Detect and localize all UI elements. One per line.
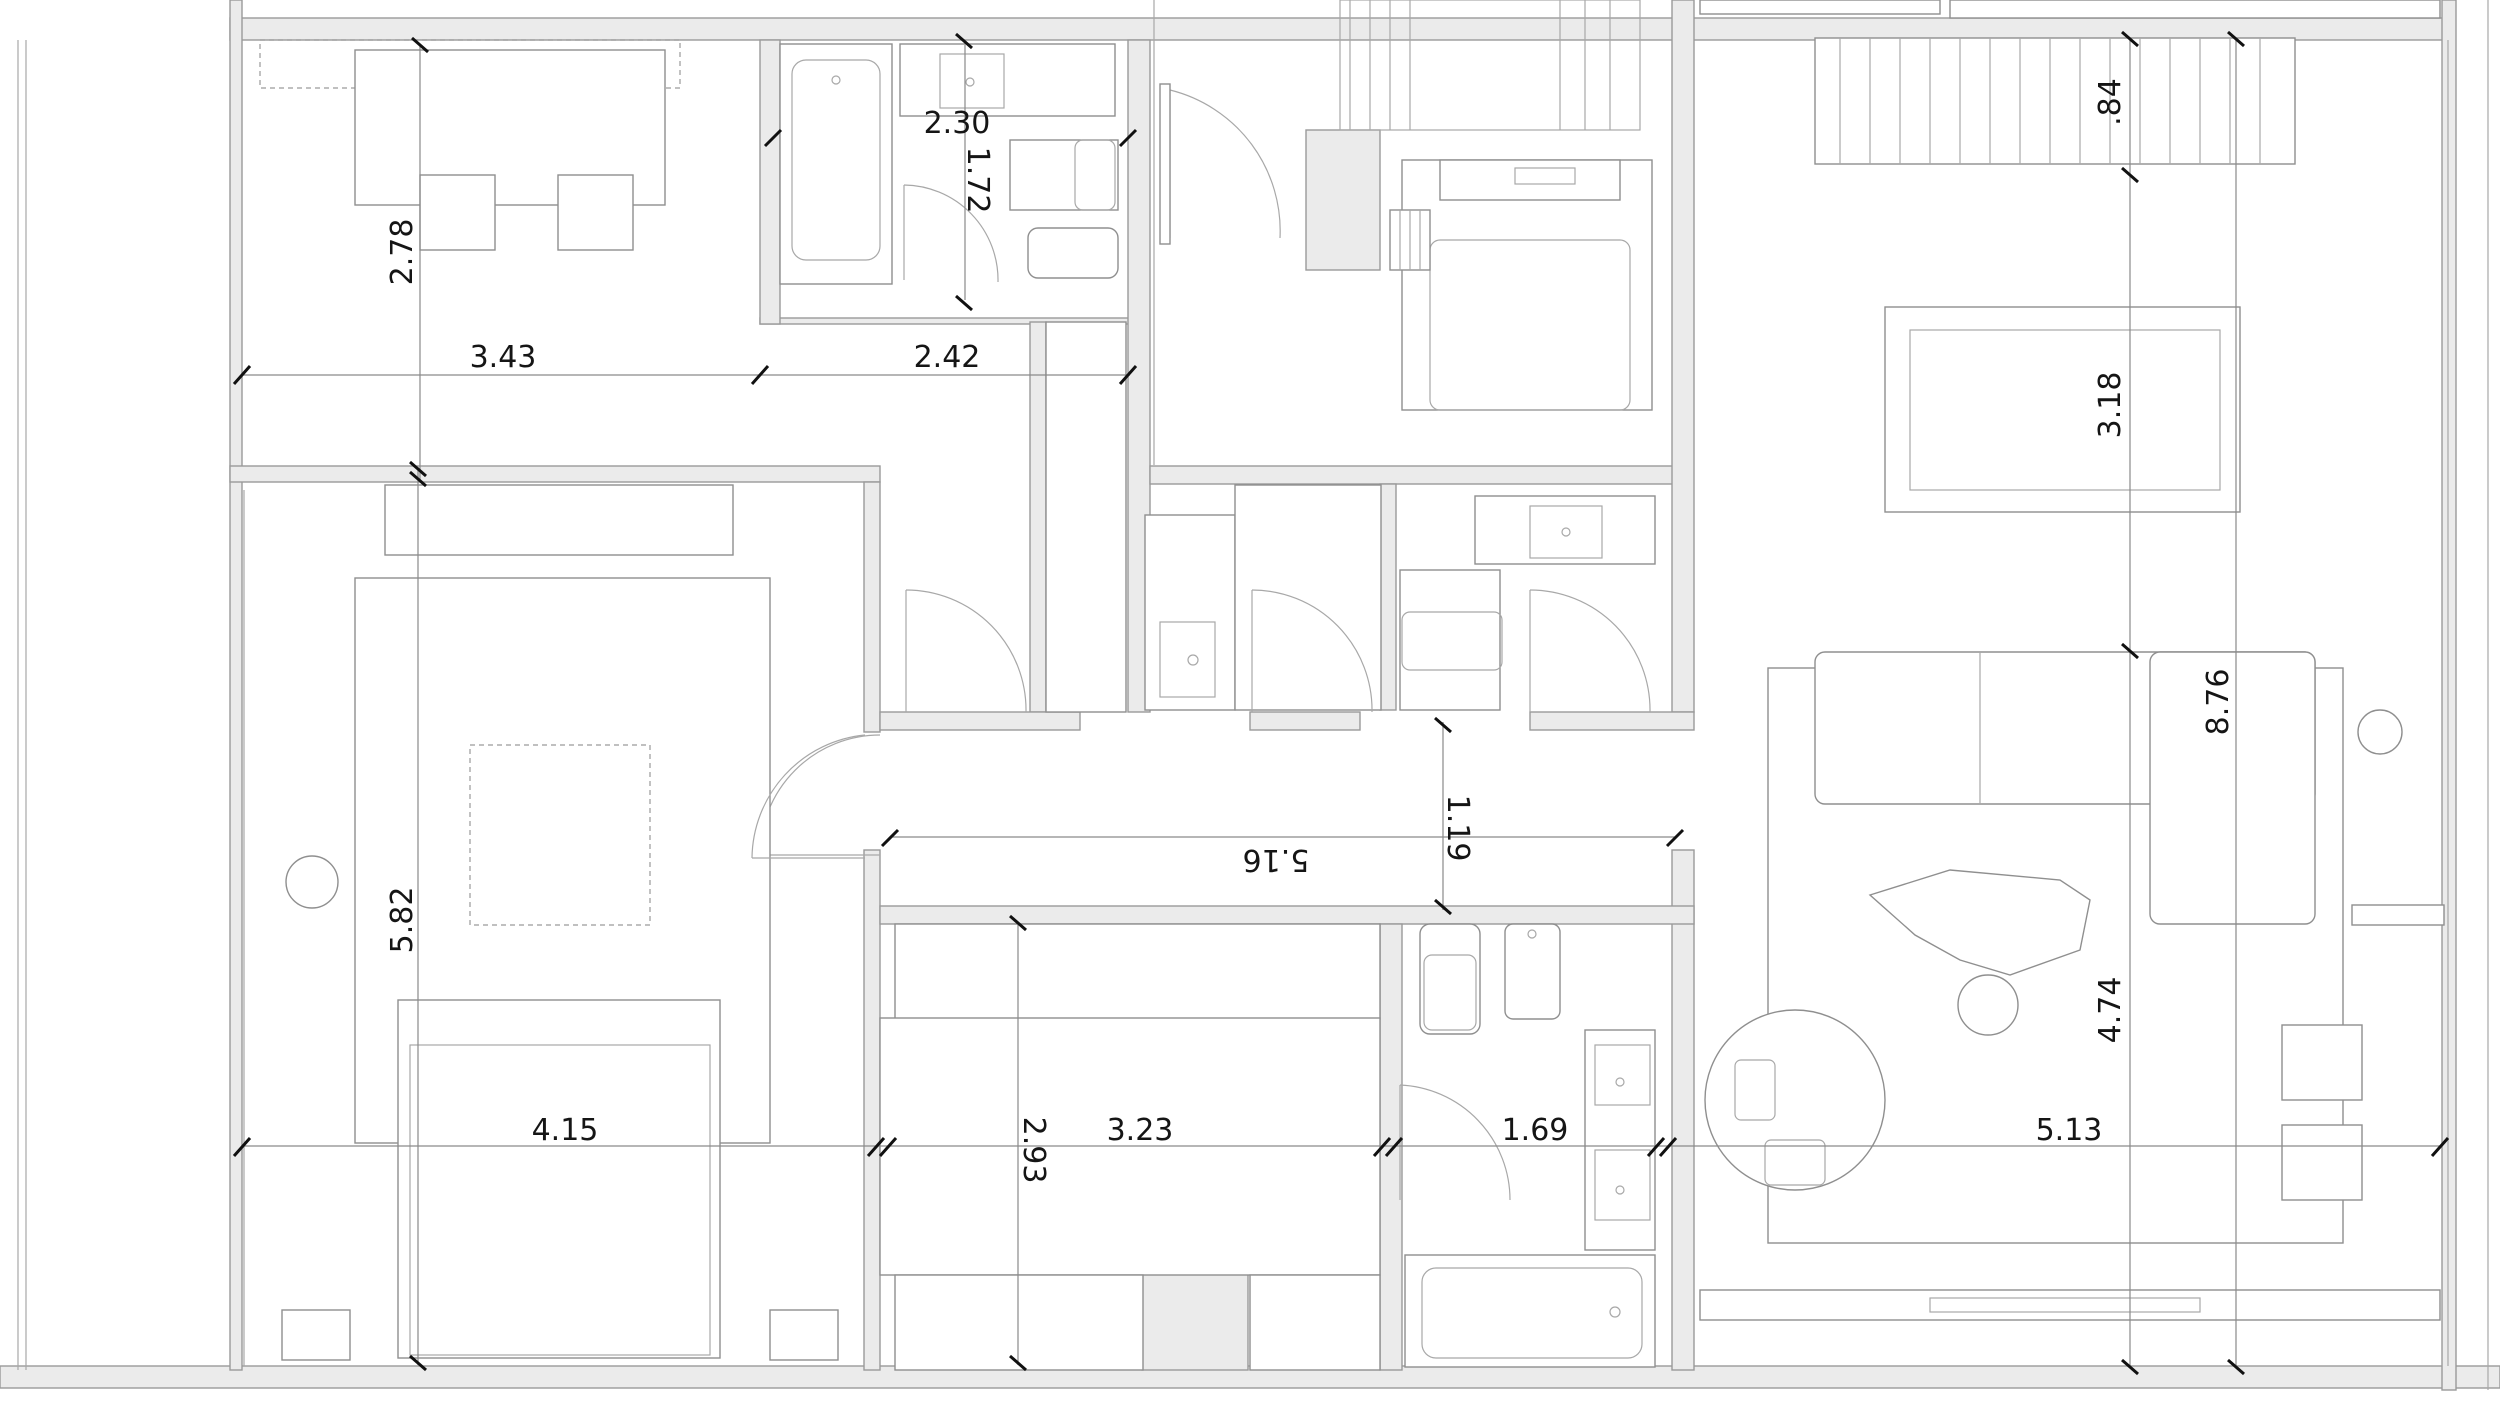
top-bathroom-fixtures — [779, 43, 1119, 285]
bottom-bathroom-fixtures — [1399, 923, 1656, 1368]
living-furniture — [1699, 37, 2441, 1321]
dim-label: 8.76 — [2201, 669, 2236, 736]
dim-label: 4.15 — [532, 1113, 599, 1148]
dimension-ticks — [232, 30, 2450, 1376]
dim-label: 3.18 — [2093, 372, 2128, 439]
dim-label: 2.78 — [385, 219, 420, 286]
dim-label: 3.43 — [470, 340, 537, 375]
dim-label: 1.69 — [1502, 1113, 1569, 1148]
dim-label: 5.82 — [385, 887, 420, 954]
entry-area — [1153, 0, 1641, 465]
dim-label: 3.23 — [1107, 1113, 1174, 1148]
dim-label: 2.30 — [924, 106, 991, 141]
bedroom-furniture — [281, 484, 866, 1361]
dining-furniture — [259, 39, 681, 251]
dimension-lines — [242, 40, 2440, 1366]
dim-label: 2.93 — [1016, 1117, 1051, 1184]
dim-label: 5.16 — [1243, 842, 1310, 877]
central-rooms — [759, 321, 1656, 856]
window-frames — [17, 0, 2489, 1390]
dim-label: 5.13 — [2036, 1113, 2103, 1148]
dim-label: 4.74 — [2093, 977, 2128, 1044]
dim-label: 1.19 — [1440, 795, 1475, 862]
dim-label: .84 — [2093, 78, 2128, 126]
dim-label: 2.42 — [914, 340, 981, 375]
dimension-labels: 2.30 1.72 2.78 3.43 2.42 .84 3.18 8.76 5… — [385, 78, 2236, 1183]
laundry-fixtures — [1389, 159, 1653, 411]
dim-label: 1.72 — [960, 147, 995, 214]
